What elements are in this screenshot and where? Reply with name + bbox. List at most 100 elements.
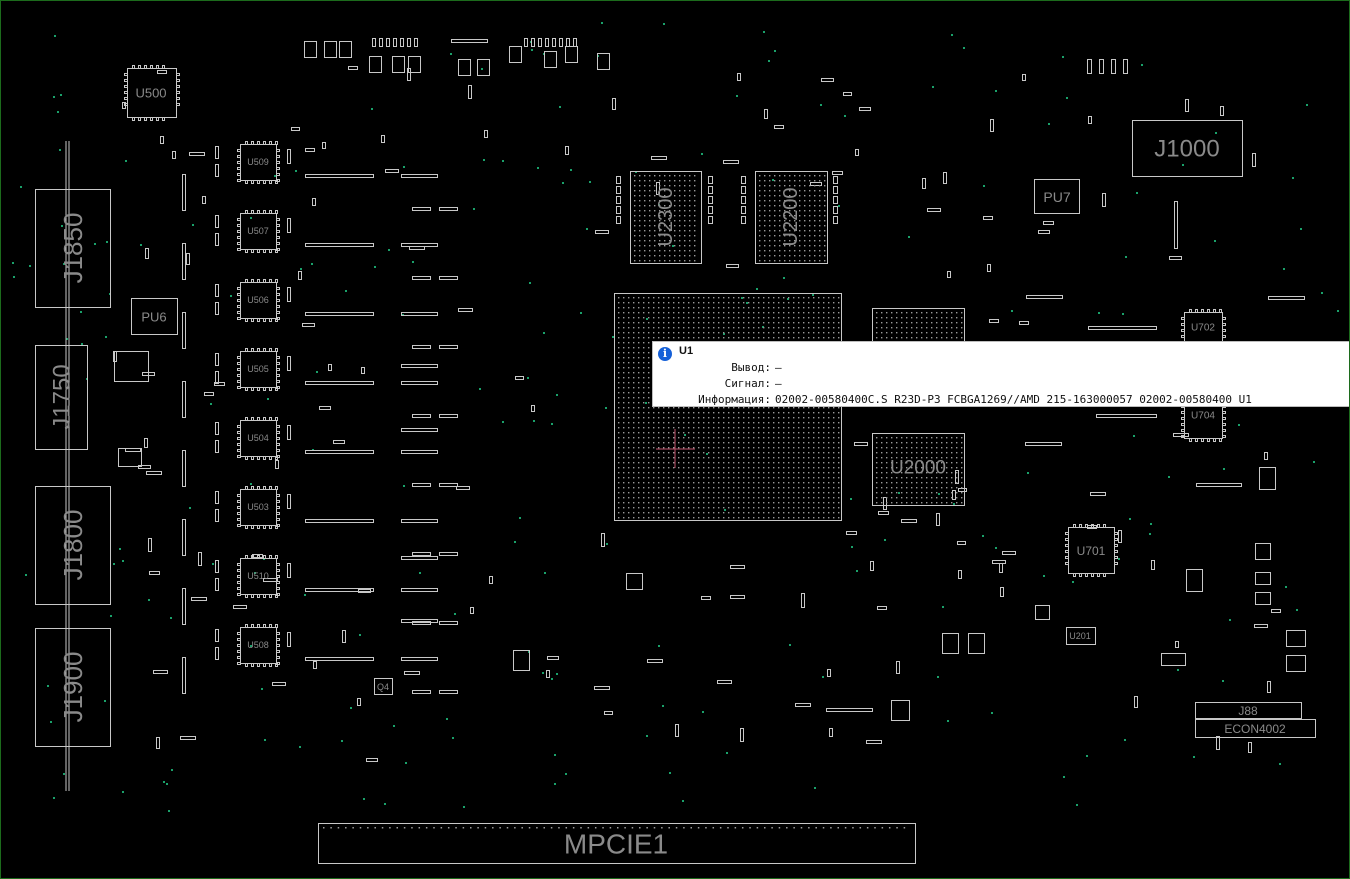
- connector-j1850-outline[interactable]: [35, 189, 111, 308]
- bga-ball: [743, 442, 745, 444]
- component-outline[interactable]: [968, 633, 985, 654]
- component-outline[interactable]: [509, 46, 522, 63]
- bga-ball: [649, 240, 651, 242]
- bga-ball: [951, 497, 953, 499]
- component-outline[interactable]: [477, 59, 490, 76]
- bga-ball: [659, 250, 661, 252]
- bga-ball: [723, 417, 725, 419]
- connector-j1750-outline[interactable]: [35, 345, 88, 450]
- bga-ball: [891, 457, 893, 459]
- pu7-outline[interactable]: [1034, 179, 1080, 214]
- regulator-u509-outline[interactable]: [240, 144, 277, 181]
- memory-u2000-outline[interactable]: [872, 433, 965, 506]
- bga-ball: [901, 487, 903, 489]
- bga-ball: [678, 492, 680, 494]
- connector-mpcie1-outline[interactable]: [318, 823, 916, 864]
- bga-ball: [738, 462, 740, 464]
- component-outline[interactable]: [1286, 655, 1306, 672]
- connector-j1900-outline[interactable]: [35, 628, 111, 747]
- component-outline[interactable]: [304, 41, 317, 58]
- bga-ball: [779, 210, 781, 212]
- connector-econ4002-outline[interactable]: [1195, 719, 1316, 738]
- connector-j88-outline[interactable]: [1195, 702, 1302, 719]
- via: [645, 402, 647, 404]
- bga-ball: [911, 442, 913, 444]
- regulator-u507-outline[interactable]: [240, 213, 277, 250]
- bga-ball: [738, 332, 740, 334]
- bga-ball: [649, 230, 651, 232]
- connector-j1000-outline[interactable]: [1132, 120, 1243, 177]
- bga-ball: [896, 437, 898, 439]
- connector-j1800-outline[interactable]: [35, 486, 111, 605]
- component-outline[interactable]: [1255, 592, 1271, 605]
- via: [606, 543, 608, 545]
- bga-ball: [653, 302, 655, 304]
- u201-outline[interactable]: [1066, 627, 1096, 645]
- memory-u2300-outline[interactable]: [630, 171, 702, 264]
- bga-ball: [789, 245, 791, 247]
- pad: [1151, 560, 1155, 570]
- bga-ball: [926, 502, 928, 504]
- component-outline[interactable]: [392, 56, 405, 73]
- pad: [191, 597, 207, 601]
- component-outline[interactable]: [369, 56, 382, 73]
- component-outline[interactable]: [339, 41, 352, 58]
- pcie-pin: [653, 827, 656, 829]
- pwm-u500-outline[interactable]: [127, 68, 177, 118]
- component-outline[interactable]: [513, 650, 530, 671]
- bga-ball: [768, 442, 770, 444]
- u701-outline[interactable]: [1068, 527, 1115, 574]
- regulator-u503-outline[interactable]: [240, 489, 277, 526]
- component-outline[interactable]: [1286, 630, 1306, 647]
- bga-ball: [683, 467, 685, 469]
- bga-ball: [653, 487, 655, 489]
- gpu-u1-outline[interactable]: [614, 293, 842, 521]
- component-outline[interactable]: [942, 633, 959, 654]
- bga-ball: [658, 327, 660, 329]
- component-outline[interactable]: [1255, 543, 1271, 560]
- component-outline[interactable]: [597, 53, 610, 70]
- regulator-u510-outline[interactable]: [240, 558, 277, 595]
- component-outline[interactable]: [891, 700, 910, 721]
- component-outline[interactable]: [118, 448, 142, 467]
- bga-ball: [618, 302, 620, 304]
- component-outline[interactable]: [1035, 605, 1050, 620]
- component-outline[interactable]: [458, 59, 471, 76]
- bga-ball: [886, 472, 888, 474]
- bga-ball: [911, 497, 913, 499]
- regulator-u506-outline[interactable]: [240, 282, 277, 319]
- pu6-outline[interactable]: [131, 298, 178, 335]
- bga-ball: [818, 442, 820, 444]
- bga-ball: [693, 422, 695, 424]
- bga-ball: [674, 245, 676, 247]
- regulator-u508-outline[interactable]: [240, 627, 277, 664]
- component-outline[interactable]: [1255, 572, 1271, 585]
- bga-ball: [823, 447, 825, 449]
- component-outline[interactable]: [626, 573, 643, 590]
- bga-ball: [743, 477, 745, 479]
- component-outline[interactable]: [408, 56, 421, 73]
- component-outline[interactable]: [565, 46, 578, 63]
- pad: [153, 670, 168, 674]
- memory-u2200-outline[interactable]: [755, 171, 828, 264]
- transistor-q4-outline[interactable]: [374, 678, 393, 695]
- pad: [922, 178, 926, 189]
- component-outline[interactable]: [544, 51, 557, 68]
- component-outline[interactable]: [324, 41, 337, 58]
- bga-ball: [638, 492, 640, 494]
- component-outline[interactable]: [1186, 569, 1203, 592]
- bga-ball: [663, 502, 665, 504]
- component-outline[interactable]: [1259, 467, 1276, 490]
- regulator-u505-outline[interactable]: [240, 351, 277, 388]
- bga-ball: [886, 502, 888, 504]
- component-outline[interactable]: [114, 351, 149, 382]
- bga-ball: [768, 507, 770, 509]
- bga-ball: [809, 250, 811, 252]
- bga-ball: [763, 462, 765, 464]
- bga-ball: [794, 225, 796, 227]
- bga-ball: [678, 317, 680, 319]
- regulator-u504-outline[interactable]: [240, 420, 277, 457]
- component-outline[interactable]: [1161, 653, 1186, 666]
